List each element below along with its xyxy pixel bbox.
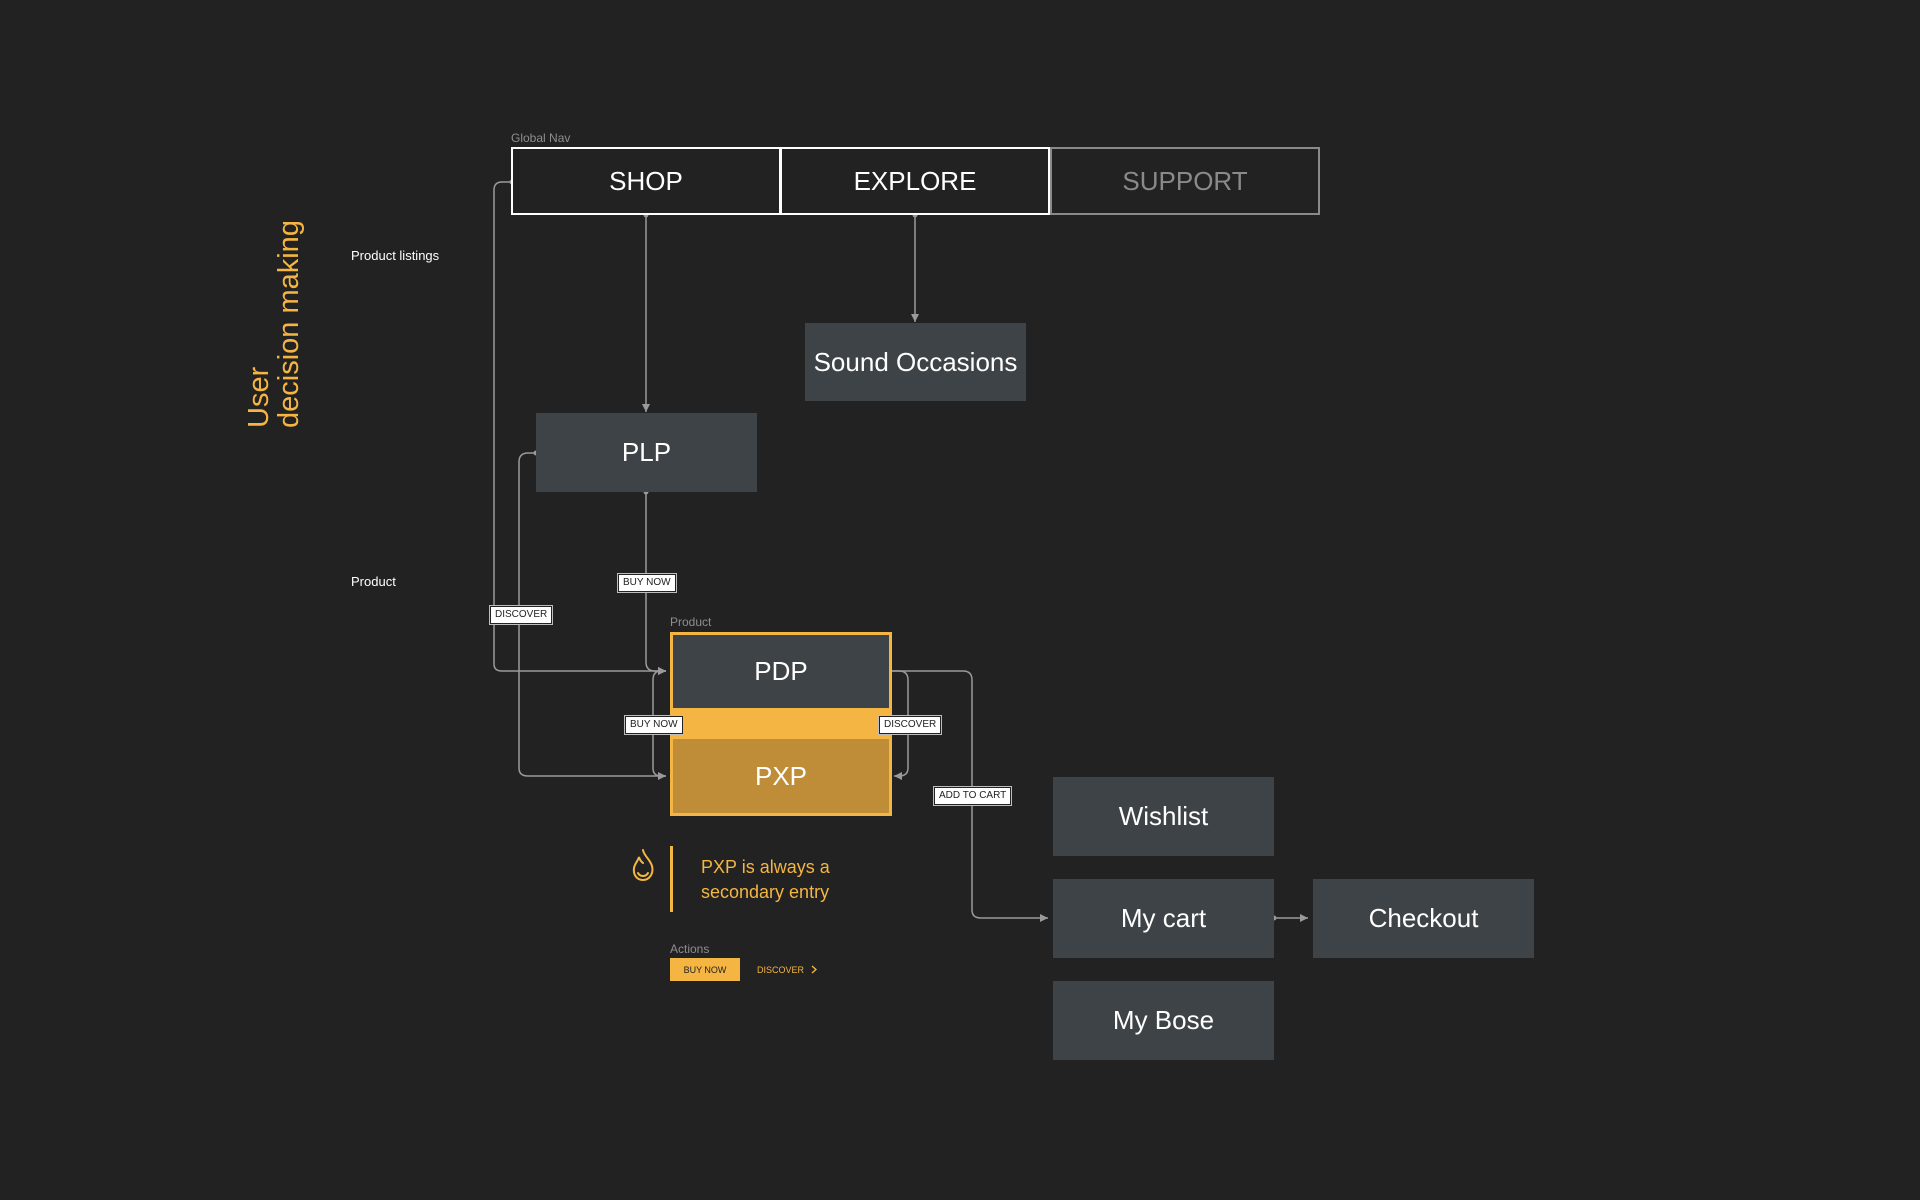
edge-label-discover-left: DISCOVER <box>488 605 554 625</box>
edge-label-add-to-cart: ADD TO CART <box>932 786 1013 806</box>
node-checkout[interactable]: Checkout <box>1313 879 1534 958</box>
edge-label-buy-now-inner: BUY NOW <box>624 715 684 735</box>
node-pxp[interactable]: PXP <box>673 739 889 813</box>
node-my-cart[interactable]: My cart <box>1053 879 1274 958</box>
product-group-label: Product <box>670 615 712 629</box>
actions-label: Actions <box>670 942 710 956</box>
note-text: PXP is always a secondary entry <box>701 855 901 905</box>
edge-label-buy-now-top: BUY NOW <box>617 573 677 593</box>
side-title-line2: decision making <box>273 220 305 428</box>
discover-link-label: DISCOVER <box>757 964 805 975</box>
note-line2: secondary entry <box>701 882 830 902</box>
global-nav-label: Global Nav <box>511 131 571 145</box>
note-line1: PXP is always a <box>701 857 830 877</box>
side-title: User decision making <box>243 220 305 428</box>
side-title-line1: User <box>243 366 275 428</box>
row-label-product: Product <box>351 574 396 589</box>
edge-label-discover-right: DISCOVER <box>877 715 943 735</box>
discover-link[interactable]: DISCOVER <box>757 958 818 981</box>
row-label-product-listings: Product listings <box>351 248 440 263</box>
node-my-bose[interactable]: My Bose <box>1053 981 1274 1060</box>
nav-tab-support[interactable]: SUPPORT <box>1050 147 1320 215</box>
node-plp[interactable]: PLP <box>536 413 757 492</box>
nav-tab-shop[interactable]: SHOP <box>511 147 781 215</box>
node-pdp[interactable]: PDP <box>673 635 889 708</box>
node-sound-occasions[interactable]: Sound Occasions <box>805 323 1026 401</box>
node-wishlist[interactable]: Wishlist <box>1053 777 1274 856</box>
chevron-right-icon <box>811 965 818 974</box>
nav-tab-explore[interactable]: EXPLORE <box>780 147 1050 215</box>
note-accent-bar <box>670 846 673 912</box>
flame-icon <box>632 849 654 882</box>
buy-now-button[interactable]: BUY NOW <box>670 958 740 981</box>
